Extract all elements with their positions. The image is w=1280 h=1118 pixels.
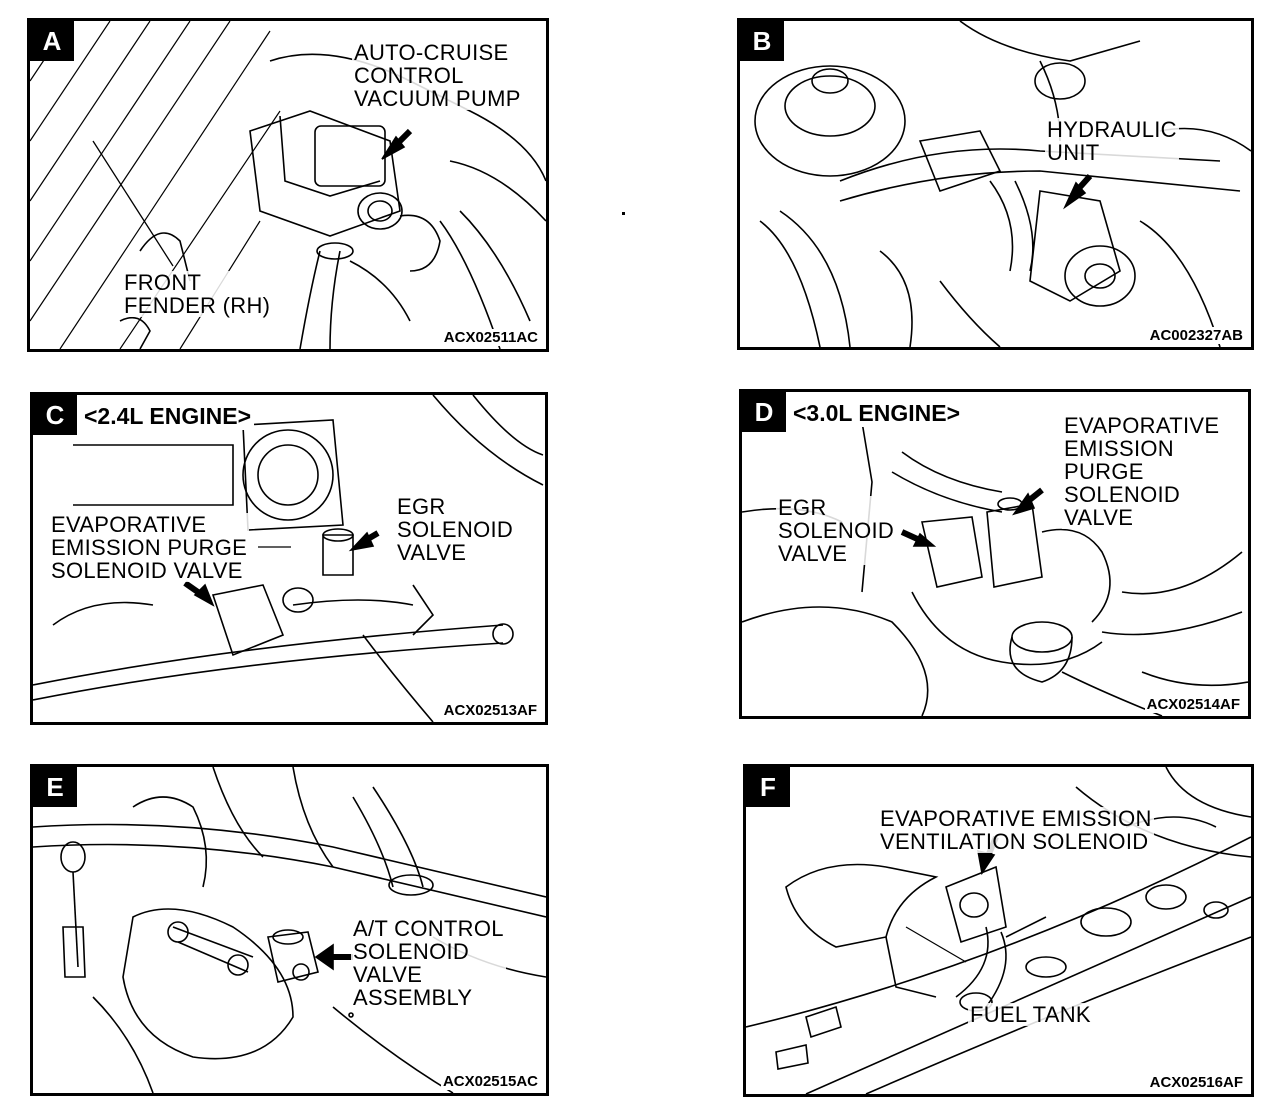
engine-2-4l-heading: <2.4L ENGINE>: [81, 403, 255, 430]
panel-b-illustration: [754, 21, 1251, 347]
panel-a-letter-badge: A: [30, 21, 74, 61]
panel-b-figure-code: AC002327AB: [1147, 327, 1245, 344]
panel-a-figure-code: ACX02511AC: [441, 329, 540, 346]
panel-a-illustration: [30, 21, 546, 349]
panel-c-illustration: [33, 395, 544, 722]
panel-d-figure-code: ACX02514AF: [1144, 696, 1242, 713]
panel-f-figure-code: ACX02516AF: [1147, 1074, 1245, 1091]
panel-e-figure-code: ACX02515AC: [440, 1073, 540, 1090]
panel-f-letter-badge: F: [746, 767, 790, 807]
panel-c-letter-badge: C: [33, 395, 77, 435]
panel-d-illustration: [742, 421, 1248, 716]
panel-d-letter-badge: D: [742, 392, 786, 432]
engine-3-0l-heading: <3.0L ENGINE>: [790, 400, 964, 427]
panel-e-illustration: [33, 767, 546, 1093]
panel-b-letter-badge: B: [740, 21, 784, 61]
panel-c-figure-code: ACX02513AF: [441, 702, 539, 719]
fuel-tank-label: FUEL TANK: [968, 1002, 1093, 1027]
stray-mark: [622, 212, 625, 215]
panel-e-letter-badge: E: [33, 767, 77, 807]
